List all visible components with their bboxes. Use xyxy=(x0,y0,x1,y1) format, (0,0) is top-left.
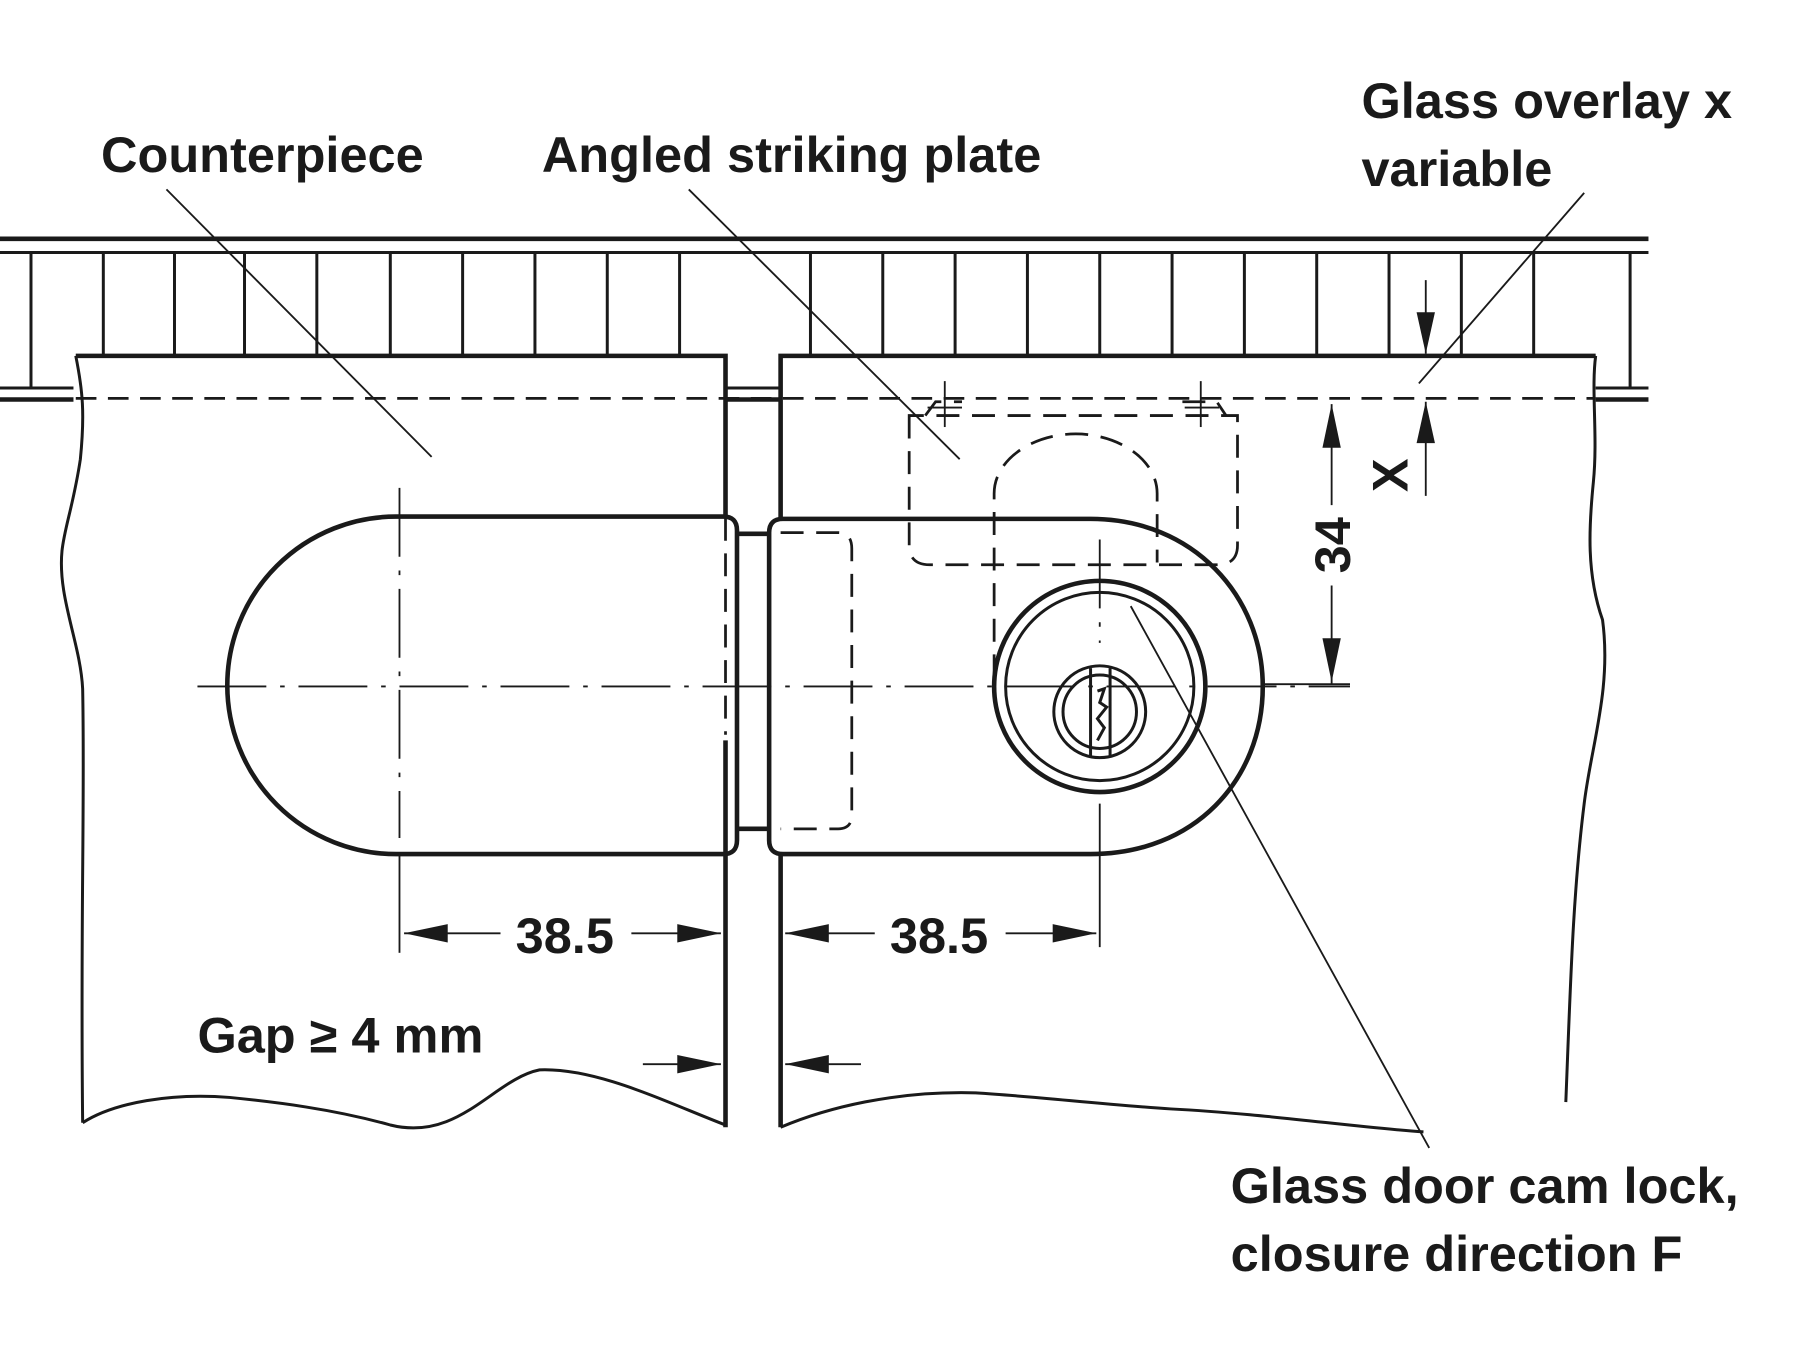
dimension-overlay-symbol: X xyxy=(1361,458,1418,492)
counterpiece xyxy=(225,482,740,857)
keyhole-ring-outer xyxy=(1052,664,1148,760)
gap-label: Gap ≥ 4 mm xyxy=(197,1007,483,1064)
dimension-overlay: X xyxy=(1361,280,1435,496)
leader-cam-lock xyxy=(1129,605,1431,1149)
label-glass-overlay-line2: variable xyxy=(1361,140,1552,197)
leader-lines xyxy=(165,188,1585,1149)
key-slot-icon xyxy=(1089,668,1112,758)
leader-counterpiece xyxy=(165,188,433,458)
dimension-left: 38.5 xyxy=(398,855,721,964)
frame-hatch xyxy=(29,252,1632,389)
label-cam-lock-line1: Glass door cam lock, xyxy=(1231,1157,1739,1214)
connector xyxy=(736,531,770,832)
cabinet-frame xyxy=(0,236,1649,402)
gap-dimension: Gap ≥ 4 mm xyxy=(197,1007,861,1074)
dimension-left-value: 38.5 xyxy=(516,907,614,964)
leader-glass-overlay xyxy=(1418,192,1585,385)
dimension-vertical-value: 34 xyxy=(1304,517,1361,573)
label-cam-lock-line2: closure direction F xyxy=(1231,1225,1683,1282)
label-angled-striking-plate: Angled striking plate xyxy=(542,126,1041,183)
angled-striking-plate xyxy=(907,381,1239,678)
dimension-vertical: 34 xyxy=(1262,404,1361,686)
label-glass-overlay-line1: Glass overlay x xyxy=(1361,72,1732,129)
dimension-right: 38.5 xyxy=(785,907,1097,964)
leader-striking-plate xyxy=(688,188,961,460)
keyhole-ring-inner xyxy=(1061,673,1138,750)
label-counterpiece: Counterpiece xyxy=(101,126,424,183)
dimension-right-value: 38.5 xyxy=(890,907,988,964)
